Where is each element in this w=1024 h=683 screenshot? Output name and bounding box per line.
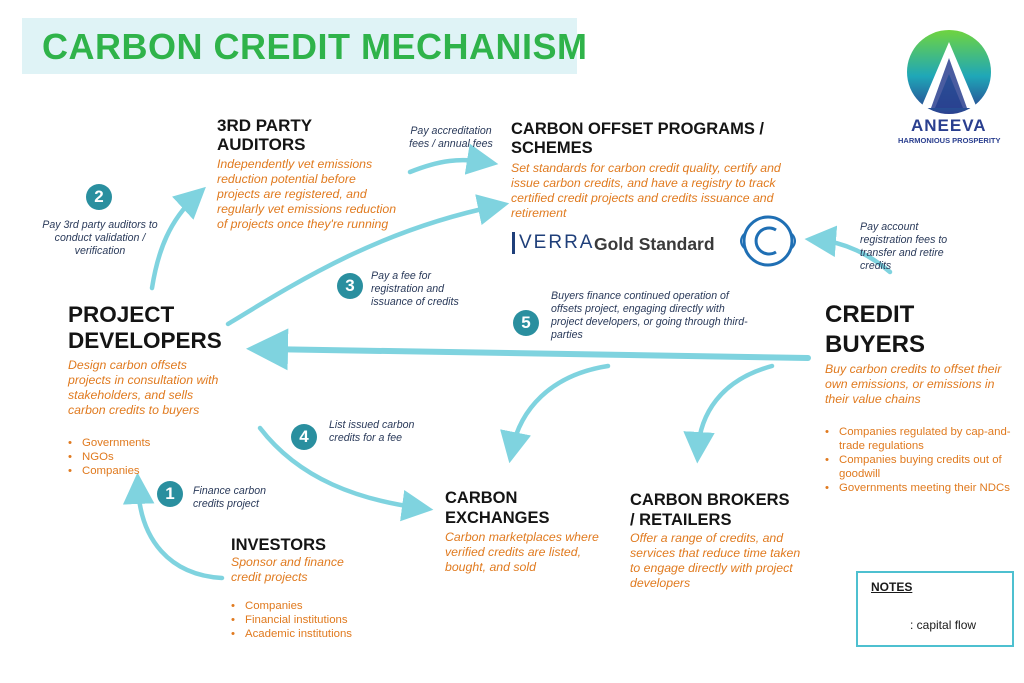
flow-label-1: Finance carbon credits project: [193, 485, 267, 510]
flow-label-5: Buyers finance continued operation of of…: [551, 290, 748, 341]
logo-tagline: HARMONIOUS PROSPERITY: [898, 136, 1001, 145]
offset-programs-description: Set standards for carbon credit quality,…: [511, 161, 781, 220]
flow-label-3: Pay a fee for registration and issuance …: [371, 270, 459, 308]
carbon-exchanges-title: CARBON EXCHANGES: [445, 489, 550, 527]
list-item: Governments meeting their NDCs: [825, 481, 1015, 495]
gold-standard-logo: Gold Standard: [594, 234, 715, 254]
carbon-exchanges-description: Carbon marketplaces where verified credi…: [445, 530, 599, 574]
credit-buyers-description: Buy carbon credits to offset their own e…: [825, 362, 1002, 406]
aneeva-logo-icon: [907, 30, 991, 114]
flow-badge-2: 2: [86, 184, 112, 210]
brokers-description: Offer a range of credits, and services t…: [630, 531, 801, 590]
list-item: Financial institutions: [231, 613, 391, 627]
arrow-developers-to-auditors: [149, 186, 206, 291]
notes-label: : capital flow: [910, 618, 977, 632]
flow-badge-1: 1: [157, 481, 183, 507]
notes-legend: [856, 571, 1014, 647]
credit-buyers-title: CREDIT BUYERS: [825, 301, 926, 358]
logo-wordmark: ANEEVA: [911, 116, 987, 135]
auditors-description: Independently vet emissions reduction po…: [217, 157, 397, 231]
list-item: Governments: [68, 436, 208, 450]
investors-list: Companies Financial institutions Academi…: [231, 599, 391, 641]
flow-label-accreditation: Pay accreditation fees / annual fees: [409, 125, 493, 150]
arrow-buyers-to-developers: [246, 328, 811, 371]
unfccc-logo-icon: [740, 215, 796, 267]
arrow-investors-to-developers: [122, 472, 225, 581]
arrow-auditors-to-programs: [407, 143, 499, 175]
flow-label-account-registration: Pay account registration fees to transfe…: [860, 221, 948, 272]
project-developers-title: PROJECT DEVELOPERS: [68, 302, 222, 353]
flow-badge-4: 4: [291, 424, 317, 450]
project-developers-list: Governments NGOs Companies: [68, 436, 208, 478]
flow-label-4: List issued carbon credits for a fee: [329, 419, 415, 444]
flow-badge-3: 3: [337, 273, 363, 299]
arrow-developers-to-exchanges: [257, 425, 434, 522]
brokers-title: CARBON BROKERS / RETAILERS: [630, 491, 790, 529]
page-title: CARBON CREDIT MECHANISM: [42, 26, 588, 67]
list-item: Academic institutions: [231, 627, 391, 641]
offset-programs-title: CARBON OFFSET PROGRAMS / SCHEMES: [511, 120, 765, 157]
list-item: Companies regulated by cap-and-trade reg…: [825, 425, 1015, 453]
arrow-buyers-to-programs: [804, 225, 893, 275]
investors-title: INVESTORS: [231, 536, 327, 554]
arrow-buyers-to-exchanges: [500, 363, 611, 464]
flow-label-2: Pay 3rd party auditors to conduct valida…: [42, 219, 158, 257]
credit-buyers-list: Companies regulated by cap-and-trade reg…: [825, 425, 1015, 495]
flow-badge-5: 5: [513, 310, 539, 336]
list-item: Companies: [231, 599, 391, 613]
title-banner: [22, 18, 577, 74]
notes-title: NOTES: [871, 580, 913, 594]
arrow-buyers-to-brokers: [683, 363, 775, 464]
list-item: Companies: [68, 464, 208, 478]
list-item: Companies buying credits out of goodwill: [825, 453, 1015, 481]
list-item: NGOs: [68, 450, 208, 464]
investors-description: Sponsor and finance credit projects: [231, 555, 344, 584]
arrow-developers-to-programs: [225, 194, 510, 327]
auditors-title: 3RD PARTY AUDITORS: [217, 116, 313, 154]
verra-logo: VERRA: [512, 232, 594, 254]
project-developers-description: Design carbon offsets projects in consul…: [68, 358, 219, 417]
